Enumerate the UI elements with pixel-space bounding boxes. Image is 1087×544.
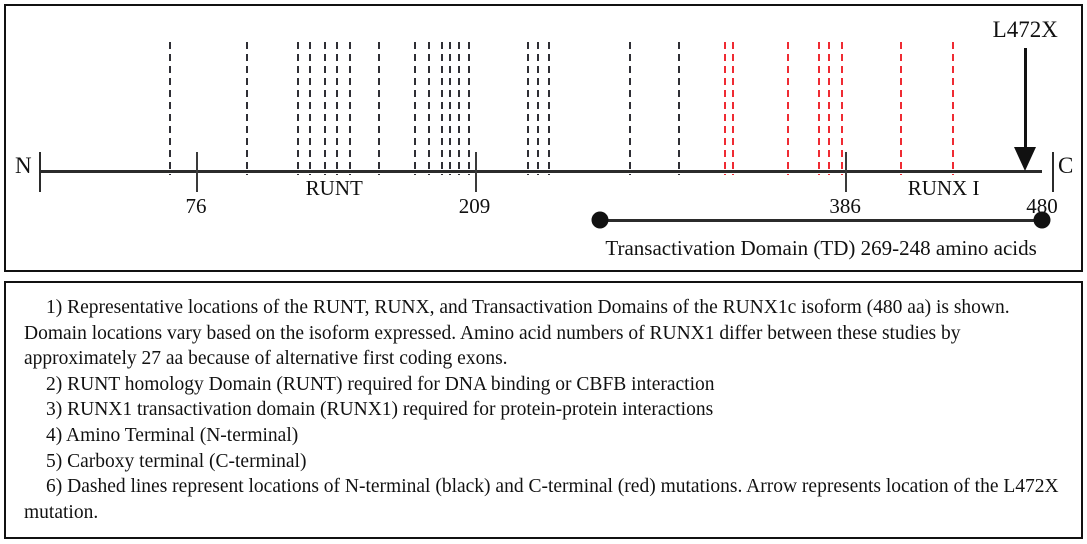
domain-label-runx1: RUNX I	[907, 176, 980, 200]
mutation-line-n-terminal-63	[168, 42, 171, 175]
transactivation-domain-label: Transactivation Domain (TD) 269-248 amin…	[605, 236, 1037, 260]
mutation-line-n-terminal-244	[547, 42, 550, 175]
caption-item-6: 6) Dashed lines represent locations of N…	[24, 476, 1059, 523]
axis-end-cap	[1052, 152, 1054, 192]
mutation-line-c-terminal-332	[732, 42, 735, 175]
axis-tick-209	[474, 152, 477, 192]
l472x-arrow-shaft	[1024, 48, 1028, 148]
mutation-line-n-terminal-143	[336, 42, 339, 175]
mutation-line-n-terminal-283	[629, 42, 632, 175]
mutation-line-c-terminal-384	[840, 42, 843, 175]
mutation-line-n-terminal-197	[449, 42, 452, 175]
transactivation-domain-bar	[600, 219, 1042, 222]
caption-item-2: 2) RUNT homology Domain (RUNT) required …	[46, 373, 715, 395]
transactivation-domain-end-dot	[1033, 211, 1051, 229]
l472x-arrow-label: L472X	[992, 17, 1058, 42]
mutation-line-c-terminal-437	[951, 42, 954, 175]
caption-item-4: 4) Amino Terminal (N-terminal)	[46, 424, 299, 446]
diagram-panel: N C 76 209 386 480 RUNT RUNX I L472X Transac…	[4, 4, 1083, 272]
caption-item-3: 3) RUNX1 transactivation domain (RUNX1) …	[46, 399, 714, 421]
axis-start-cap	[39, 152, 41, 192]
mutation-line-n-terminal-180	[413, 42, 416, 175]
l472x-arrow-head	[1014, 147, 1037, 171]
transactivation-domain-start-dot	[591, 211, 609, 229]
mutation-line-n-terminal-163	[378, 42, 381, 175]
mutation-line-n-terminal-201	[457, 42, 460, 175]
axis-tick-label-386: 386	[829, 194, 861, 218]
axis-tick-386	[845, 152, 848, 192]
mutation-line-n-terminal-137	[323, 42, 326, 175]
caption-item-1: 1) Representative locations of the RUNT,…	[24, 297, 1010, 370]
mutation-line-n-terminal-187	[428, 42, 431, 175]
mutation-line-n-terminal-149	[348, 42, 351, 175]
mutation-line-n-terminal-239	[537, 42, 540, 175]
axis-tick-label-480: 480	[1026, 194, 1058, 218]
mutation-line-n-terminal-124	[296, 42, 299, 175]
mutation-line-n-terminal-130	[309, 42, 312, 175]
axis-tick-label-76: 76	[185, 194, 207, 218]
mutation-line-n-terminal-234	[526, 42, 529, 175]
mutation-line-c-terminal-412	[899, 42, 902, 175]
domain-label-runt: RUNT	[305, 176, 363, 200]
mutation-line-n-terminal-206	[468, 42, 471, 175]
mutation-line-c-terminal-358	[786, 42, 789, 175]
axis-tick-label-209: 209	[458, 194, 491, 218]
c-terminus-label: C	[1058, 153, 1074, 178]
caption-item-5: 5) Carboxy terminal (C-terminal)	[46, 450, 307, 472]
mutation-line-c-terminal-378	[828, 42, 831, 175]
mutation-line-c-terminal-373	[817, 42, 820, 175]
caption-panel: 1) Representative locations of the RUNT,…	[4, 281, 1083, 539]
mutation-line-c-terminal-328	[723, 42, 726, 175]
mutation-line-n-terminal-306	[677, 42, 680, 175]
n-terminus-label: N	[15, 153, 32, 178]
mutation-line-n-terminal-100	[246, 42, 249, 175]
mutation-line-n-terminal-193	[441, 42, 444, 175]
axis-tick-76	[196, 152, 199, 192]
protein-backbone-axis	[39, 170, 1042, 173]
diagram-stage: N C 76 209 386 480 RUNT RUNX I L472X Transac…	[6, 6, 1081, 270]
caption-text-body: 1) Representative locations of the RUNT,…	[24, 295, 1065, 525]
